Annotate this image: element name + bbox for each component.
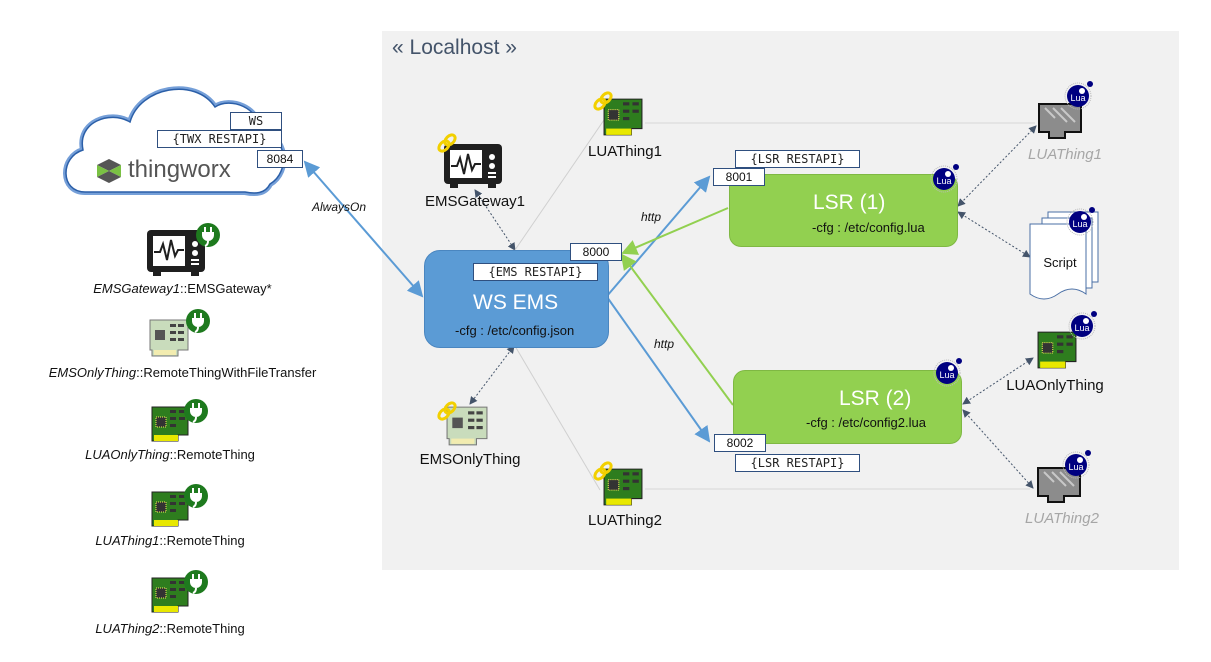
- lsr1-cfg: -cfg : /etc/config.lua: [812, 220, 925, 235]
- ws-ems-title: WS EMS: [473, 291, 559, 314]
- ems-to-lsr1-link: [606, 175, 711, 297]
- lsr1-title: LSR (1): [813, 191, 886, 214]
- left-item-name: EMSGateway1: [93, 281, 180, 296]
- left-item-name: LUAThing2: [95, 621, 160, 636]
- emsonlything-label: EMSOnlyThing: [419, 451, 521, 468]
- ws-ems-cfg: -cfg : /etc/config.json: [455, 323, 575, 338]
- monitor-icon: [444, 144, 502, 188]
- plug-connected-icon: [186, 309, 210, 333]
- luathing2-ems-line: [514, 345, 601, 491]
- ems-port-8000: 8000: [570, 243, 622, 261]
- lsr1-port-8001: 8001: [713, 168, 765, 186]
- left-item-type: ::RemoteThing: [159, 533, 245, 548]
- left-item-luathing2: LUAThing2::RemoteThing: [70, 621, 270, 636]
- lsr2-to-ems-link: [620, 253, 734, 406]
- circuit-board-light-icon: [149, 319, 189, 357]
- left-item-name: LUAOnlyThing: [85, 447, 170, 462]
- left-item-type: ::RemoteThingWithFileTransfer: [136, 365, 317, 380]
- plug-connected-icon: [196, 223, 220, 247]
- lua-luathing1-label: LUAThing1: [1028, 146, 1102, 163]
- http-label-2: http: [654, 337, 675, 351]
- local-board-luathing2: [601, 467, 645, 512]
- always-on-label: AlwaysOn: [312, 200, 367, 214]
- svg-text:Lua: Lua: [1072, 219, 1087, 229]
- always-on-link: [303, 160, 424, 298]
- monitor-icon: [147, 230, 205, 276]
- left-board-luathing1: [150, 490, 190, 533]
- lua-logo-icon: Lua: [930, 164, 959, 193]
- http-label-1: http: [641, 210, 662, 224]
- circuit-board-icon: [151, 577, 189, 613]
- lsr1-script-link: [957, 211, 1031, 258]
- left-board-luathing2: [150, 576, 190, 619]
- script-label: Script: [1043, 255, 1077, 270]
- svg-text:Lua: Lua: [1068, 462, 1083, 472]
- lua-logo-icon: Lua: [1062, 450, 1091, 479]
- lsr1-to-ems-link: [621, 207, 729, 255]
- left-board-luaonly: [150, 405, 190, 448]
- lsr2-title: LSR (2): [839, 387, 912, 410]
- left-item-type: ::RemoteThing: [159, 621, 245, 636]
- link-icon: [437, 133, 457, 153]
- lsr2-box: LSR (2) -cfg : /etc/config2.lua: [733, 370, 962, 444]
- lsr2-port-8002: 8002: [714, 434, 766, 452]
- local-board-emsonly: [444, 405, 490, 452]
- luathing1-label: LUAThing1: [588, 143, 662, 160]
- lua-logo-icon: Lua: [1066, 207, 1095, 236]
- circuit-board-icon: [603, 98, 643, 136]
- lua-luaonly-label: LUAOnlyThing: [1006, 377, 1104, 394]
- ems-restapi-label: {EMS RESTAPI}: [473, 263, 598, 281]
- twx-port-8084: 8084: [257, 150, 303, 168]
- twx-restapi-label: {TWX RESTAPI}: [157, 130, 282, 148]
- link-icon: [437, 401, 457, 421]
- left-item-name: EMSOnlyThing: [48, 365, 137, 380]
- lsr2-cfg: -cfg : /etc/config2.lua: [806, 415, 926, 430]
- svg-text:Lua: Lua: [939, 370, 954, 380]
- left-item-emsgateway1: EMSGateway1::EMSGateway*: [80, 281, 285, 296]
- lua-logo-icon: Lua: [1068, 311, 1097, 340]
- lsr1-restapi-label: {LSR RESTAPI}: [735, 150, 860, 168]
- svg-text:Lua: Lua: [1074, 323, 1089, 333]
- left-item-name: LUAThing1: [95, 533, 160, 548]
- thingworx-logo-icon: [97, 159, 121, 183]
- left-item-luathing1: LUAThing1::RemoteThing: [70, 533, 270, 548]
- circuit-board-icon: [151, 491, 189, 527]
- svg-text:Lua: Lua: [1070, 93, 1085, 103]
- lua-logo-icon: Lua: [933, 358, 962, 387]
- plug-connected-icon: [184, 484, 208, 508]
- svg-text:Lua: Lua: [936, 176, 951, 186]
- gateway-ems-link: [474, 189, 516, 251]
- disabled-board-icon: [1038, 103, 1082, 139]
- luathing2-label: LUAThing2: [588, 512, 662, 529]
- circuit-board-icon: [603, 468, 643, 506]
- local-board-luathing1: [601, 97, 645, 142]
- lua-luathing2-label: LUAThing2: [1025, 510, 1099, 527]
- lua-board-luaonly: [1034, 330, 1080, 375]
- ems-to-lsr2-link: [606, 296, 711, 443]
- thingworx-brand: thingworx: [128, 156, 231, 183]
- left-item-emsonlything: EMSOnlyThing::RemoteThingWithFileTransfe…: [30, 365, 335, 380]
- lsr1-luathing1-link: [957, 125, 1037, 207]
- lua-logo-icon: Lua: [1064, 81, 1093, 110]
- left-item-type: ::RemoteThing: [169, 447, 255, 462]
- twx-ws-label: WS: [230, 112, 282, 130]
- plug-connected-icon: [184, 570, 208, 594]
- circuit-board-light-icon: [446, 406, 488, 446]
- luathing1-ems-line: [514, 119, 605, 251]
- left-item-luaonlything: LUAOnlyThing::RemoteThing: [70, 447, 270, 462]
- lsr1-box: LSR (1) -cfg : /etc/config.lua: [729, 174, 958, 247]
- ems-gateway-label: EMSGateway1: [424, 193, 526, 210]
- ems-emsonly-link: [469, 345, 515, 405]
- circuit-board-icon: [1037, 331, 1077, 369]
- lsr2-restapi-label: {LSR RESTAPI}: [735, 454, 860, 472]
- circuit-board-icon: [151, 406, 189, 442]
- lsr2-luaonly-link: [962, 357, 1034, 405]
- left-item-type: ::EMSGateway*: [179, 281, 272, 296]
- localhost-title: « Localhost »: [392, 36, 517, 59]
- link-icon: [593, 461, 613, 481]
- lsr2-luathing2-link: [962, 409, 1034, 489]
- link-icon: [593, 91, 613, 111]
- plug-connected-icon: [184, 399, 208, 423]
